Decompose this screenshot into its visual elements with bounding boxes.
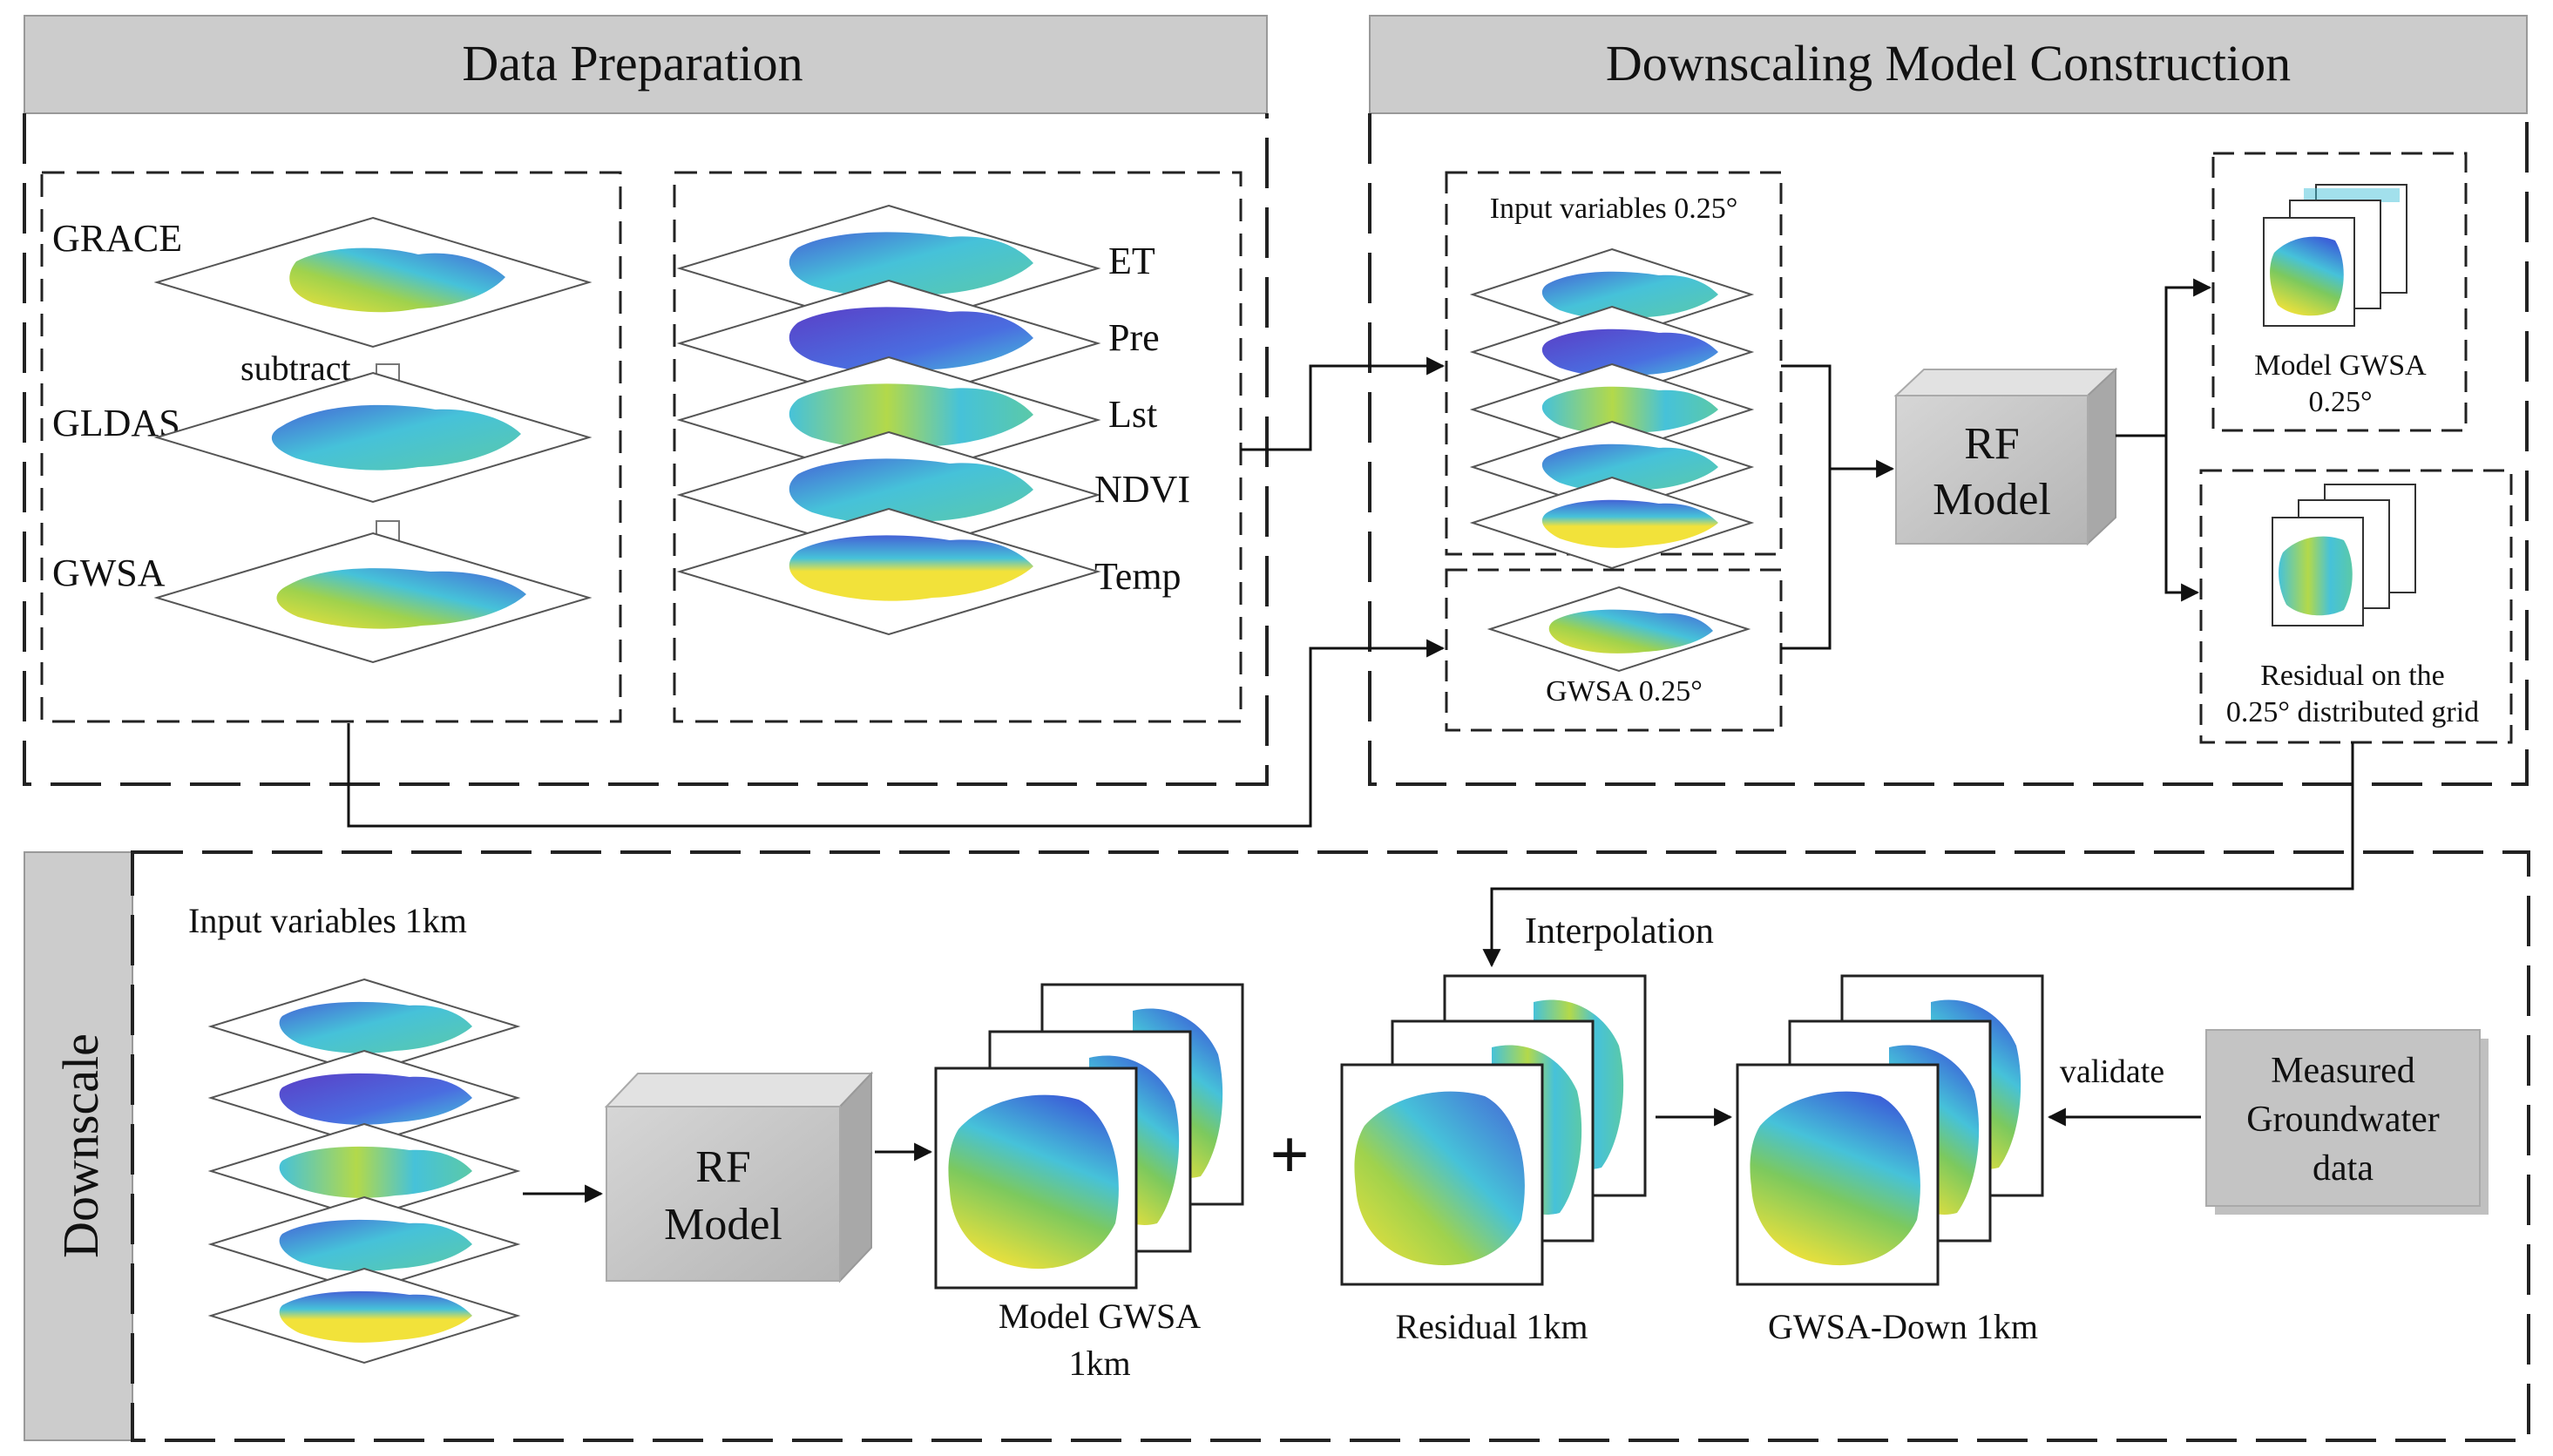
header-model-construction — [1369, 15, 2528, 114]
label-model-gwsa-1km-2: 1km — [1068, 1344, 1130, 1383]
rf-model-cube-coarse: RF Model — [1893, 367, 2118, 546]
label-et: ET — [1108, 240, 1155, 282]
label-temp: Temp — [1094, 555, 1182, 598]
line-gwsa-to-rf — [1781, 469, 1832, 650]
label-pre: Pre — [1108, 316, 1160, 359]
mini-layer-gwsa-coarse — [1486, 586, 1751, 673]
label-input-variables-1km: Input variables 1km — [188, 901, 467, 940]
label-gwsa: GWSA — [52, 552, 166, 594]
label-input-variables-coarse: Input variables 0.25° — [1490, 193, 1738, 225]
label-residual-coarse-1: Residual on the — [2260, 660, 2445, 692]
measured-line-2: Groundwater — [2246, 1100, 2440, 1140]
model-label-coarse: Model — [1933, 475, 2051, 525]
header-data-preparation — [24, 15, 1268, 114]
label-interpolation: Interpolation — [1525, 911, 1714, 951]
box-residual-coarse — [2199, 469, 2513, 744]
map-layer-gldas — [153, 371, 593, 504]
label-subtract: subtract — [240, 349, 351, 388]
layer-stack-1km — [207, 978, 521, 1365]
label-model-gwsa-coarse-2: 0.25° — [2308, 386, 2372, 418]
arrow-gwsa-to-coarse — [347, 639, 1446, 828]
map-layer-lst — [676, 356, 1101, 484]
measured-groundwater-box: Measured Groundwater data — [2205, 1029, 2489, 1215]
plus-icon: + — [1270, 1117, 1310, 1194]
measured-line-3: data — [2313, 1148, 2374, 1189]
frame-model-construction — [1368, 113, 2529, 786]
measured-line-1: Measured — [2271, 1051, 2415, 1091]
arrow-rf-to-model-gwsa — [2116, 278, 2212, 437]
rf-label-1km: RF — [695, 1142, 751, 1192]
label-model-gwsa-coarse-1: Model GWSA — [2254, 349, 2427, 382]
map-stack-residual-1km — [1340, 974, 1647, 1286]
label-ndvi: NDVI — [1094, 468, 1190, 511]
box-model-gwsa-coarse — [2211, 152, 2468, 432]
frame-downscale — [131, 850, 2530, 1442]
rf-model-cube-1km: RF Model — [604, 1071, 874, 1283]
box-grace-stack — [40, 171, 622, 723]
label-gwsa-coarse: GWSA 0.25° — [1546, 675, 1703, 708]
header-downscale — [24, 851, 133, 1441]
mini-layer-stack-coarse — [1469, 247, 1755, 570]
panel-downscaling-model-construction: Downscaling Model Construction — [1368, 15, 2529, 786]
connectors-bottom — [523, 1107, 2201, 1203]
title-data-preparation: Data Preparation — [462, 35, 802, 91]
arrow-rf-to-residual — [2164, 436, 2200, 602]
arrow-inputs-to-rf — [1781, 364, 1895, 478]
title-model-construction: Downscaling Model Construction — [1606, 35, 2291, 91]
map-stack-residual-coarse — [2272, 484, 2416, 626]
map-layer-pre — [676, 279, 1101, 408]
panel-data-preparation: Data Preparation — [23, 15, 1269, 786]
map-stack-model-gwsa-1km — [934, 983, 1244, 1290]
box-gwsa-coarse — [1445, 568, 1783, 732]
arrow-variables-to-inputs — [1241, 356, 1446, 451]
label-lst: Lst — [1108, 393, 1157, 436]
label-gwsa-down-1km: GWSA-Down 1km — [1768, 1307, 2038, 1346]
label-residual-coarse-2: 0.25° distributed grid — [2226, 696, 2479, 728]
map-layer-temp — [676, 507, 1101, 636]
map-layer-ndvi — [676, 430, 1101, 559]
map-layer-grace — [153, 216, 593, 349]
panel-downscale: Downscale — [24, 850, 2530, 1442]
rf-label-coarse: RF — [1964, 419, 2020, 469]
label-model-gwsa-1km-1: Model GWSA — [999, 1297, 1201, 1336]
map-stack-gwsa-down-1km — [1736, 974, 2044, 1286]
arrow-residual-interpolation — [1482, 742, 2354, 968]
map-layer-gwsa — [153, 532, 593, 664]
model-label-1km: Model — [664, 1200, 782, 1249]
label-validate: validate — [2060, 1053, 2164, 1090]
map-stack-model-gwsa-coarse — [2263, 184, 2407, 327]
label-grace: GRACE — [52, 217, 182, 260]
title-downscale: Downscale — [52, 1033, 109, 1258]
label-residual-1km: Residual 1km — [1395, 1307, 1588, 1346]
box-variable-stack — [673, 171, 1243, 723]
connectors-top — [347, 278, 2354, 968]
